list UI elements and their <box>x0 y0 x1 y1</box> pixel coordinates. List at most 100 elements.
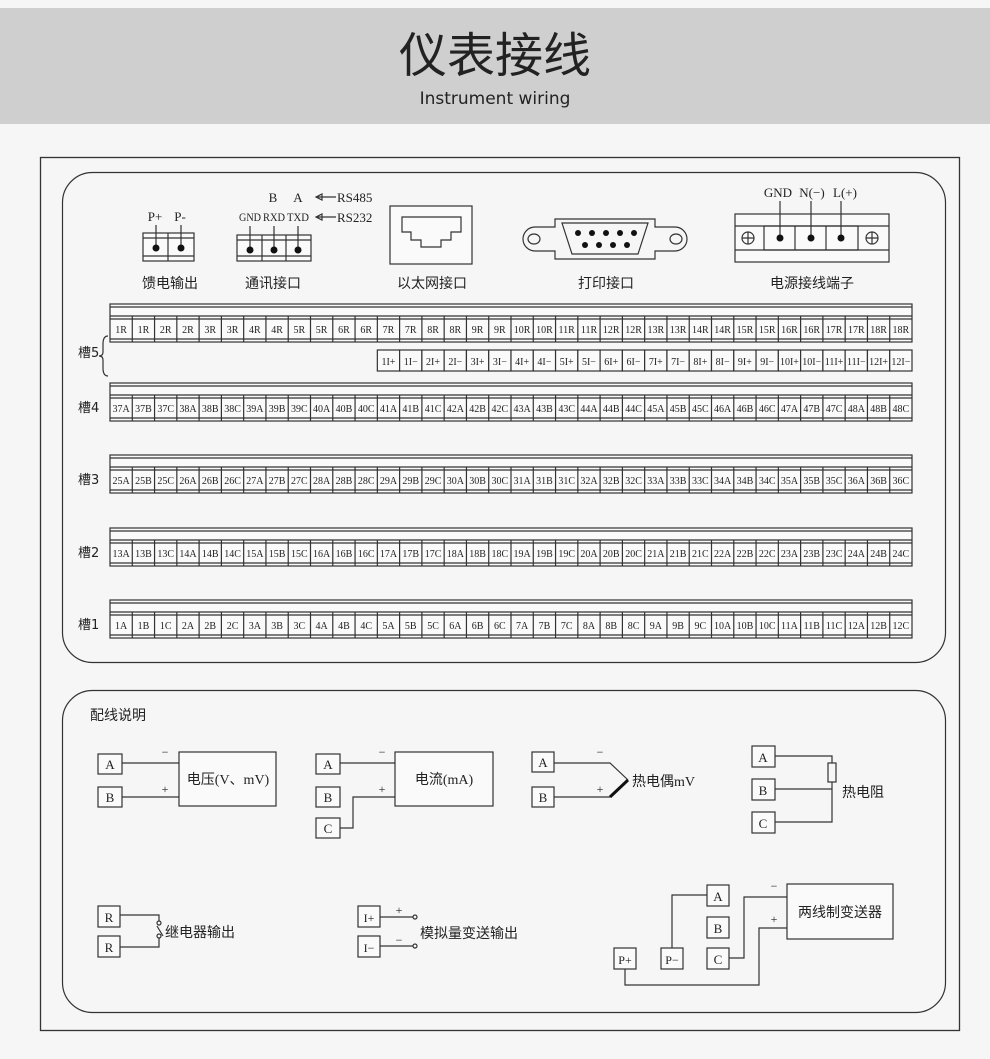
terminal-i-minus: I− <box>364 941 375 955</box>
terminal-label: 25A <box>113 476 131 487</box>
pin-label-b: B <box>269 190 278 205</box>
terminal-label: 15B <box>269 549 286 560</box>
printer-label: 打印接口 <box>578 275 634 292</box>
terminal-label: 4B <box>338 621 350 632</box>
terminal-r: R <box>105 940 114 955</box>
rs232-label: RS232 <box>337 210 372 225</box>
terminal-label: 47B <box>803 404 820 415</box>
terminal-label: 42A <box>447 404 465 415</box>
power-label: 电源接线端子 <box>770 275 854 292</box>
terminal-label: 6C <box>494 621 506 632</box>
terminal-label: 8R <box>449 325 461 336</box>
thermocouple-wiring: A B − + 热电偶mV <box>531 745 695 808</box>
terminal-label: 17A <box>380 549 398 560</box>
terminal-label: 7R <box>383 325 395 336</box>
feed-output-label: 馈电输出 <box>142 276 198 292</box>
rtd-label: 热电阻 <box>842 785 884 801</box>
terminal-label: 27A <box>246 476 264 487</box>
terminal-label: 45B <box>670 404 687 415</box>
terminal-label: 38A <box>179 404 197 415</box>
terminal-label: 41B <box>402 404 419 415</box>
terminal-c: C <box>759 816 768 831</box>
terminal-label: 12R <box>625 325 642 336</box>
terminal-label: 16C <box>358 549 375 560</box>
terminal-label: 13B <box>135 549 152 560</box>
terminal-label: 39A <box>246 404 264 415</box>
legend-title: 配线说明 <box>90 708 146 724</box>
terminal-label: 12A <box>848 621 866 632</box>
terminal-label: 30B <box>469 476 486 487</box>
terminal-b: B <box>714 921 723 936</box>
terminal-label: 14A <box>179 549 197 560</box>
terminal-label: 5I+ <box>560 357 574 368</box>
terminal-label: 2I− <box>448 357 462 368</box>
terminal-label: 10I+ <box>780 357 799 368</box>
terminal-label: 28C <box>358 476 375 487</box>
terminal-label: 13C <box>157 549 174 560</box>
terminal-b: B <box>106 790 115 805</box>
terminal-c: C <box>714 952 723 967</box>
minus-sign: − <box>597 745 604 759</box>
terminal-label: 7C <box>561 621 573 632</box>
terminal-label: 38C <box>224 404 241 415</box>
two-wire-transmitter-wiring: A B C P+ P− − + 两线制变送器 <box>613 879 894 986</box>
slot-label: 槽4 <box>78 401 99 416</box>
terminal-label: 2B <box>204 621 216 632</box>
terminal-r: R <box>105 910 114 925</box>
pin-label-rxd: RXD <box>263 210 285 224</box>
terminal-label: 17R <box>826 325 843 336</box>
terminal-label: 4A <box>316 621 329 632</box>
terminal-label: 3R <box>204 325 216 336</box>
comm-label: 通讯接口 <box>245 275 301 292</box>
relay-wiring: R R 继电器输出 <box>97 905 235 958</box>
terminal-label: 8B <box>605 621 617 632</box>
terminal-label: 9I+ <box>738 357 752 368</box>
legend-panel <box>61 689 947 1014</box>
outer-frame <box>39 156 961 1032</box>
terminal-label: 8A <box>583 621 596 632</box>
terminal-label: 43B <box>536 404 553 415</box>
terminal-label: 1C <box>160 621 172 632</box>
terminal-label: 36B <box>870 476 887 487</box>
pin-label-n: N(−) <box>799 185 824 200</box>
terminal-label: 13A <box>113 549 131 560</box>
ethernet-port: 以太网接口 <box>389 205 473 292</box>
terminal-label: 10I− <box>802 357 821 368</box>
terminal-panel <box>61 171 947 664</box>
terminal-label: 3R <box>227 325 239 336</box>
terminal-label: 4C <box>360 621 372 632</box>
terminal-a: A <box>538 755 548 770</box>
voltage-wiring: A B − + 电压(V、mV) <box>97 745 277 808</box>
terminal-label: 45A <box>647 404 665 415</box>
terminal-label: 26A <box>179 476 197 487</box>
terminal-label: 44B <box>603 404 620 415</box>
terminal-label: 9C <box>695 621 707 632</box>
terminal-label: 23C <box>826 549 843 560</box>
power-terminal: GND N(−) L(+) 电源接线端子 <box>734 185 890 292</box>
terminal-label: 34B <box>737 476 754 487</box>
terminal-label: 9R <box>472 325 484 336</box>
terminal-label: 15R <box>759 325 776 336</box>
terminal-label: 40C <box>358 404 375 415</box>
thermocouple-label: 热电偶mV <box>632 774 695 790</box>
terminal-label: 31A <box>514 476 532 487</box>
pin-label-txd: TXD <box>287 210 309 224</box>
terminal-label: 21A <box>647 549 665 560</box>
terminal-label: 35C <box>826 476 843 487</box>
terminal-label: 21B <box>670 549 687 560</box>
terminal-label: 4I+ <box>515 357 529 368</box>
terminal-label: 7A <box>516 621 529 632</box>
terminal-label: 17B <box>402 549 419 560</box>
terminal-label: 22A <box>714 549 732 560</box>
terminal-label: 3C <box>294 621 306 632</box>
terminal-label: 30C <box>492 476 509 487</box>
terminal-label: 6I− <box>627 357 641 368</box>
terminal-label: 1B <box>138 621 150 632</box>
terminal-label: 4R <box>249 325 261 336</box>
terminal-label: 16A <box>313 549 331 560</box>
terminal-label: 11A <box>781 621 799 632</box>
